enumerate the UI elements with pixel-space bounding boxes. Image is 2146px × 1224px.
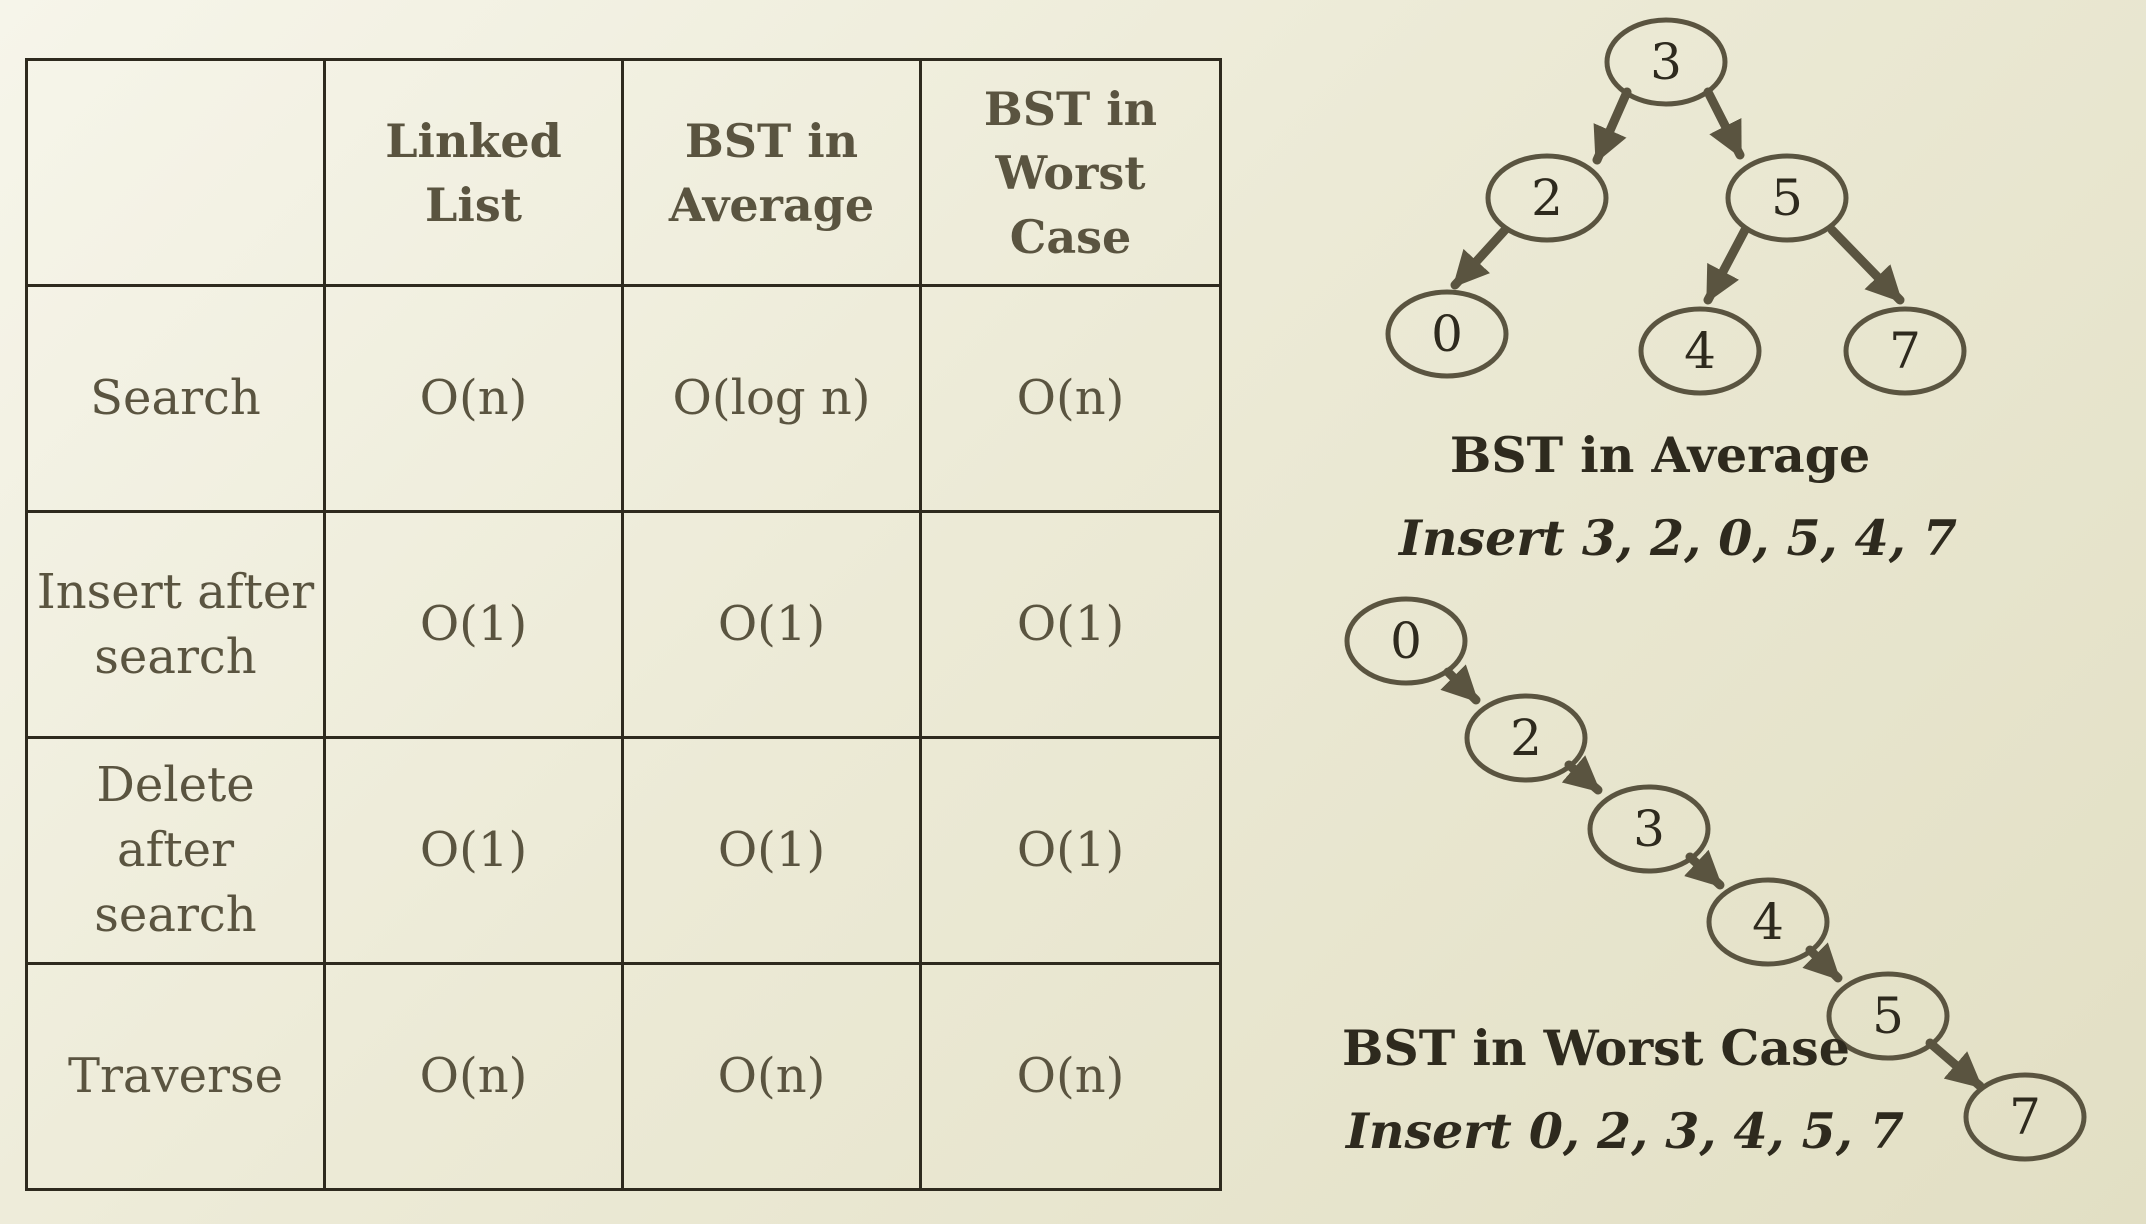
header-linked-list: Linked List [323, 58, 624, 287]
edge-5-4 [1703, 225, 1750, 305]
edge-5-7 [1925, 1038, 1985, 1091]
svg-text:2: 2 [1510, 709, 1542, 767]
tree-node: 5 [1826, 971, 1950, 1061]
table-row: Traverse O(n) O(n) O(n) [25, 962, 1222, 1191]
header-bst-worst: BST in Worst Case [919, 58, 1222, 287]
table-header-row: Linked List BST in Average BST in Worst … [25, 58, 1222, 287]
table-cell: O(log n) [621, 284, 922, 513]
worst-tree: 0 2 3 4 5 7 BST in Worst Case [1342, 596, 2087, 1162]
table-row: Delete after search O(1) O(1) O(1) [25, 736, 1222, 965]
table-cell: O(1) [919, 510, 1222, 739]
worst-tree-title: BST in Worst Case [1342, 1019, 1850, 1077]
tree-node: 3 [1587, 784, 1711, 874]
row-label-insert: Insert after search [25, 510, 326, 739]
svg-text:0: 0 [1390, 612, 1422, 670]
table-cell: O(1) [621, 736, 922, 965]
edge-4-5 [1802, 942, 1843, 983]
tree-node: 4 [1638, 306, 1762, 396]
tree-node: 0 [1385, 289, 1509, 379]
edge-3-2 [1592, 87, 1632, 165]
table-cell: O(1) [621, 510, 922, 739]
svg-text:0: 0 [1431, 305, 1463, 363]
edge-0-2 [1440, 664, 1481, 705]
table-cell: O(n) [621, 962, 922, 1191]
svg-text:5: 5 [1771, 169, 1803, 227]
table-cell: O(n) [323, 962, 624, 1191]
edge-3-4 [1684, 849, 1725, 890]
tree-node: 2 [1485, 153, 1609, 243]
tree-node: 7 [1843, 306, 1967, 396]
table-row: Insert after search O(1) O(1) O(1) [25, 510, 1222, 739]
edge-2-0 [1450, 225, 1510, 290]
worst-tree-subtitle: Insert 0, 2, 3, 4, 5, 7 [1344, 1102, 1904, 1160]
table-cell: O(1) [323, 510, 624, 739]
edge-5-7 [1827, 225, 1905, 305]
tree-node: 7 [1963, 1072, 2087, 1162]
edge-2-3 [1561, 755, 1603, 795]
table-cell: O(n) [323, 284, 624, 513]
edge-3-5 [1703, 87, 1745, 160]
tree-node: 0 [1344, 596, 1468, 686]
svg-text:3: 3 [1650, 33, 1682, 91]
svg-text:4: 4 [1752, 893, 1784, 951]
table-cell: O(n) [919, 284, 1222, 513]
row-label-delete: Delete after search [25, 736, 326, 965]
tree-node: 3 [1604, 17, 1728, 107]
tree-node: 2 [1464, 693, 1588, 783]
average-tree: 3 2 5 0 4 7 BST in Average [1385, 17, 1967, 567]
row-label-search: Search [25, 284, 326, 513]
header-bst-average: BST in Average [621, 58, 922, 287]
svg-text:7: 7 [2009, 1088, 2041, 1146]
table-cell: O(1) [919, 736, 1222, 965]
table-cell: O(1) [323, 736, 624, 965]
table-row: Search O(n) O(log n) O(n) [25, 284, 1222, 513]
complexity-table: Linked List BST in Average BST in Worst … [25, 58, 1222, 1191]
svg-text:7: 7 [1889, 322, 1921, 380]
tree-node: 4 [1706, 877, 1830, 967]
header-empty [25, 58, 326, 287]
svg-text:4: 4 [1684, 322, 1716, 380]
svg-text:3: 3 [1633, 800, 1665, 858]
tree-node: 5 [1725, 153, 1849, 243]
svg-text:5: 5 [1872, 987, 1904, 1045]
average-tree-title: BST in Average [1450, 426, 1870, 484]
average-tree-subtitle: Insert 3, 2, 0, 5, 4, 7 [1397, 509, 1957, 567]
svg-text:2: 2 [1531, 169, 1563, 227]
row-label-traverse: Traverse [25, 962, 326, 1191]
table-cell: O(n) [919, 962, 1222, 1191]
